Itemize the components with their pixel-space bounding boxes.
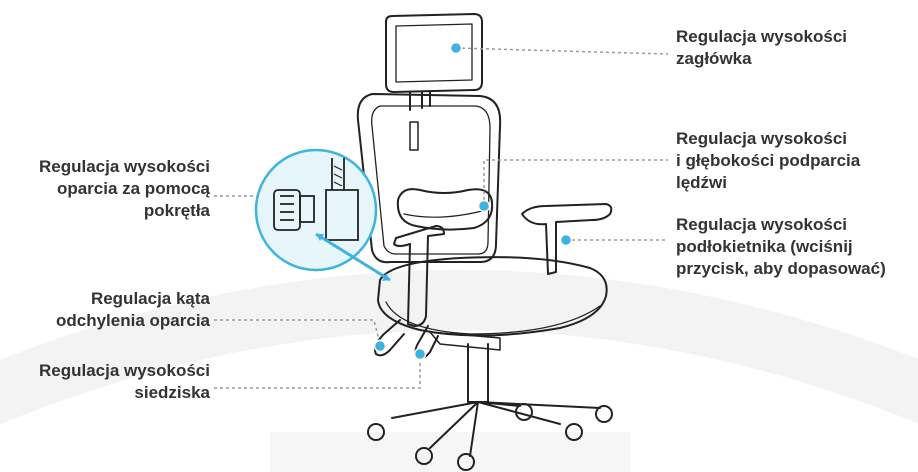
chair-illustration [358, 14, 612, 470]
label-headrest-height: Regulacja wysokości zagłówka [676, 26, 847, 70]
label-backrest-height-knob: Regulacja wysokości oparcia za pomocą po… [39, 156, 210, 222]
dot-tilt [375, 341, 386, 352]
leader-lumbar [484, 160, 668, 206]
dot-lumbar [479, 201, 490, 212]
lumbar-support [398, 189, 492, 229]
label-armrest-height: Regulacja wysokości podłokietnika (wciśn… [676, 214, 886, 280]
knob-magnifier [256, 150, 390, 281]
dot-headrest [451, 43, 462, 54]
caster [596, 406, 612, 422]
label-seat-height: Regulacja wysokości siedziska [39, 360, 210, 404]
leader-headrest [456, 48, 668, 54]
label-lumbar-height-depth: Regulacja wysokości i głębokości podparc… [676, 128, 860, 194]
leader-seat-height [214, 356, 420, 388]
background-watermark-block [270, 432, 630, 472]
label-backrest-tilt-angle: Regulacja kąta odchylenia oparcia [56, 288, 210, 332]
gas-cylinder [468, 344, 488, 402]
dot-armrest [561, 235, 572, 246]
dot-seat-height [415, 349, 426, 360]
